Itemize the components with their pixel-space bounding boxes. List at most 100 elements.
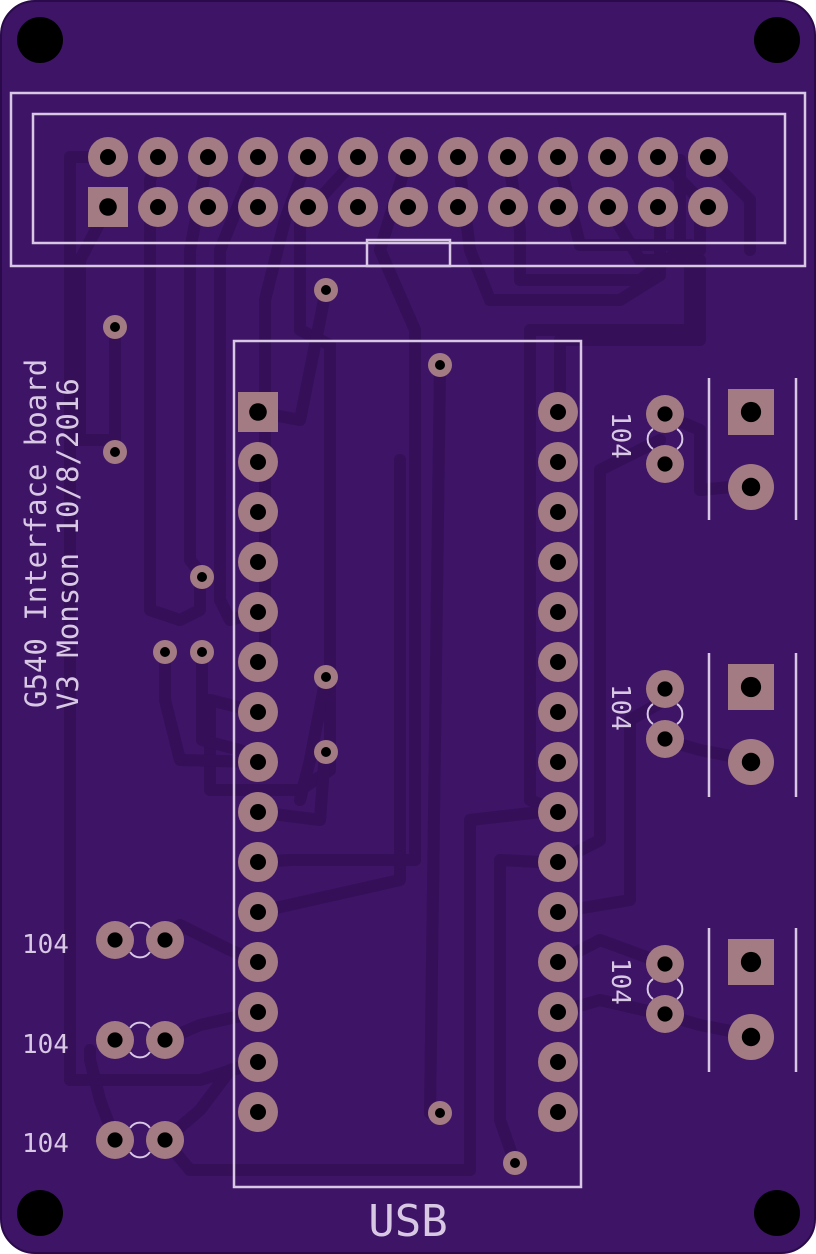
dip-right-pin-13-drill <box>550 1004 566 1020</box>
left-cap-2-pin-2-drill <box>157 1032 173 1048</box>
via-2-drill <box>110 322 120 332</box>
left-cap-2-label: 104 <box>22 1030 69 1060</box>
header-pin-bottom-8-drill <box>450 199 466 215</box>
left-cap-1-arc-top <box>129 921 151 929</box>
dip-right-pin-4-drill <box>550 554 566 570</box>
dip-left-pin-7-drill <box>250 704 266 720</box>
header-pin-bottom-7-drill <box>400 199 416 215</box>
mounting-hole-4 <box>754 1190 800 1236</box>
header-pin-top-13-drill <box>700 149 716 165</box>
left-cap-1-pin-2-drill <box>157 932 173 948</box>
header-pin-bottom-13-drill <box>700 199 716 215</box>
dip-right-pin-7-drill <box>550 704 566 720</box>
dip-right-pin-3-drill <box>550 504 566 520</box>
header-pin-top-2-drill <box>150 149 166 165</box>
via-1-drill <box>321 285 331 295</box>
dip-left-pin-10-drill <box>250 854 266 870</box>
pads <box>88 137 774 1175</box>
terminal-3-pin-2-drill <box>741 1027 761 1047</box>
dip-right-pin-1-drill <box>550 404 566 420</box>
dip-right-pin-8-drill <box>550 754 566 770</box>
dip-left-pin-2-drill <box>250 454 266 470</box>
via-9-drill <box>321 747 331 757</box>
terminal-3-label: 104 <box>605 958 635 1005</box>
header-pin-bottom-1-drill <box>99 198 117 216</box>
header-pin-bottom-5-drill <box>300 199 316 215</box>
terminal-1-label: 104 <box>605 412 635 459</box>
header-pin-top-12-drill <box>650 149 666 165</box>
left-cap-2-arc-bottom <box>129 1051 151 1059</box>
mounting-hole-1 <box>17 17 63 63</box>
dip-left-pin-12-drill <box>250 954 266 970</box>
dip-left-pin-3-drill <box>250 504 266 520</box>
left-cap-2-arc-top <box>129 1021 151 1029</box>
dip-left-pin-14-drill <box>250 1054 266 1070</box>
header-pin-top-3-drill <box>200 149 216 165</box>
left-cap-3-arc-bottom <box>129 1151 151 1159</box>
dip-left-pin-1-drill <box>249 403 267 421</box>
header-pin-top-7-drill <box>400 149 416 165</box>
terminal-2-pin-1-drill <box>740 676 762 698</box>
terminal-cap-2-arc-left <box>646 703 654 725</box>
via-10-drill <box>435 1108 445 1118</box>
terminal-cap-1-pin-2-drill <box>657 456 673 472</box>
dip-right-pin-2-drill <box>550 454 566 470</box>
header-pin-top-8-drill <box>450 149 466 165</box>
terminal-cap-3-pin-2-drill <box>657 1006 673 1022</box>
header-pin-bottom-2-drill <box>150 199 166 215</box>
terminal-cap-1-arc-left <box>646 428 654 450</box>
left-cap-1-pin-1-drill <box>107 932 123 948</box>
via-7-drill <box>197 647 207 657</box>
terminal-cap-2-pin-2-drill <box>657 731 673 747</box>
dip-right-pin-5-drill <box>550 604 566 620</box>
terminal-1-pin-1-drill <box>740 401 762 423</box>
dip-left-pin-11-drill <box>250 904 266 920</box>
mounting-holes <box>17 17 800 1236</box>
header-pin-bottom-4-drill <box>250 199 266 215</box>
header-pin-bottom-12-drill <box>650 199 666 215</box>
left-cap-3-pin-1-drill <box>107 1132 123 1148</box>
dip-right-pin-12-drill <box>550 954 566 970</box>
terminal-cap-2-arc-right <box>676 703 684 725</box>
usb-label: USB <box>368 1196 447 1247</box>
header-pin-top-6-drill <box>350 149 366 165</box>
header-key-notch <box>365 238 452 268</box>
terminal-2-label: 104 <box>605 684 635 731</box>
terminal-cap-3-arc-left <box>646 978 654 1000</box>
terminal-3-pin-1-drill <box>740 951 762 973</box>
header-pin-bottom-6-drill <box>350 199 366 215</box>
dip-left-pin-15-drill <box>250 1104 266 1120</box>
terminal-cap-1-pin-1-drill <box>657 406 673 422</box>
via-11-drill <box>510 1158 520 1168</box>
via-3-drill <box>435 360 445 370</box>
dip-left-pin-9-drill <box>250 804 266 820</box>
header-pin-top-4-drill <box>250 149 266 165</box>
dip-left-pin-5-drill <box>250 604 266 620</box>
header-pin-top-1-drill <box>100 149 116 165</box>
terminal-2-pin-2-drill <box>741 752 761 772</box>
dip-right-pin-9-drill <box>550 804 566 820</box>
dip-left-pin-13-drill <box>250 1004 266 1020</box>
terminal-cap-3-arc-right <box>676 978 684 1000</box>
header-pin-top-9-drill <box>500 149 516 165</box>
terminal-cap-1-arc-right <box>676 428 684 450</box>
header-pin-bottom-3-drill <box>200 199 216 215</box>
terminal-1-pin-2-drill <box>741 477 761 497</box>
header-pin-bottom-11-drill <box>600 199 616 215</box>
silkscreen-outlines <box>9 91 807 1189</box>
left-cap-1-label: 104 <box>22 930 69 960</box>
left-cap-2-pin-1-drill <box>107 1032 123 1048</box>
header-pin-top-10-drill <box>550 149 566 165</box>
via-4-drill <box>110 447 120 457</box>
capacitor-silk <box>129 428 684 1159</box>
via-5-drill <box>197 572 207 582</box>
dip-left-pin-6-drill <box>250 654 266 670</box>
board-title-text: G540 Interface board <box>19 359 53 708</box>
mounting-hole-2 <box>754 17 800 63</box>
left-cap-3-pin-2-drill <box>157 1132 173 1148</box>
board-subtitle-text: V3 Monson 10/8/2016 <box>51 378 85 710</box>
header-outline-inner <box>31 112 787 245</box>
header-pin-top-5-drill <box>300 149 316 165</box>
via-6-drill <box>160 647 170 657</box>
dip-right-pin-15-drill <box>550 1104 566 1120</box>
